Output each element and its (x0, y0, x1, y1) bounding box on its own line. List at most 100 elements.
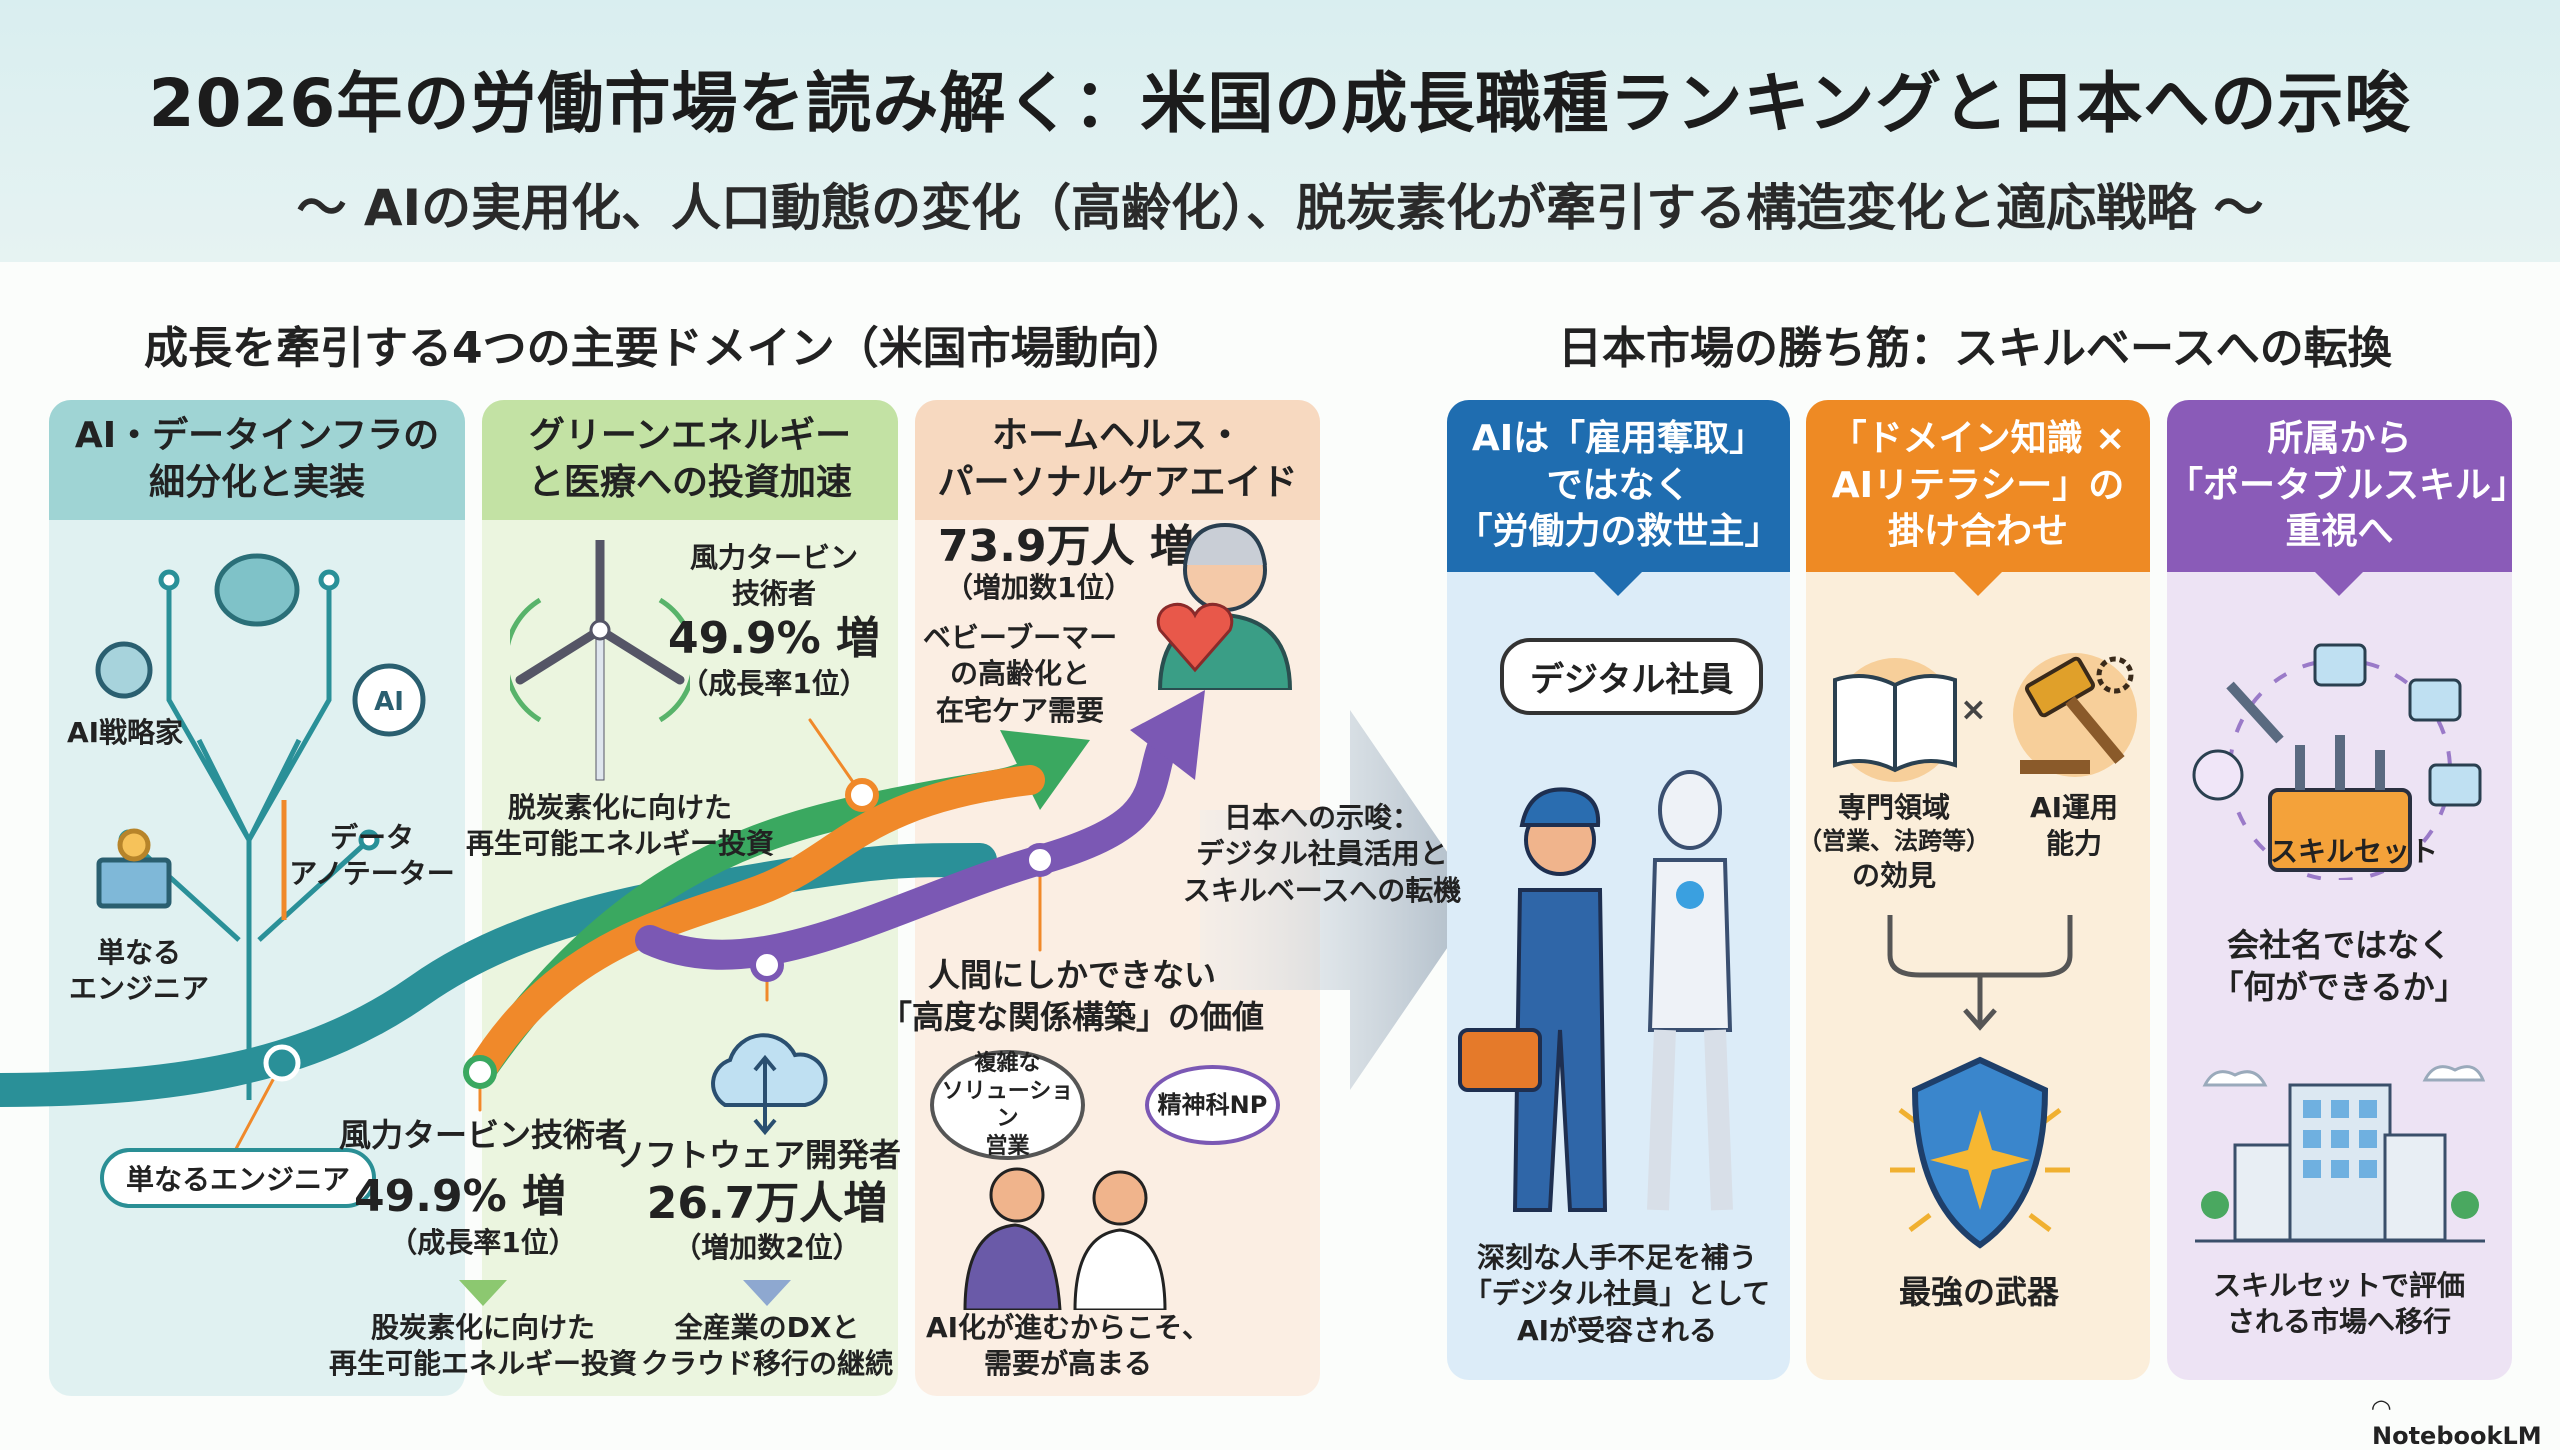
head-icon (95, 641, 153, 699)
care-driver: ベビーブーマーの高齢化と在宅ケア需要 (923, 620, 1117, 729)
person-icon (2192, 749, 2244, 801)
wind-stat-bottom: 49.9% 増 (354, 1171, 566, 1222)
times-symbol: × (1960, 690, 1987, 728)
label-line: 再生可能エネルギー投資 (328, 1347, 638, 1381)
header-line: 所属から (2267, 417, 2412, 459)
wind-caption-top: 脱炭素化に向けた再生可能エネルギー投資 (466, 790, 774, 863)
header-line: 掛け合わせ (1887, 511, 2068, 553)
skill-tools-icon (2192, 643, 2482, 880)
heart-icon (1156, 602, 1234, 673)
header-line: AIは「雇用奪取」 (1471, 417, 1766, 459)
thought-bubble-solution-sales: 複雑なソリューション営業 (930, 1050, 1085, 1160)
notebooklm-icon: ◠ (2372, 1394, 2391, 1422)
label-line: 営業 (985, 1133, 1030, 1159)
skill-market-caption: スキルセットで評価される市場へ移行 (2213, 1268, 2465, 1341)
domain-knowledge-label: 専門領域（営業、法跨等）の効見 (1798, 790, 1990, 894)
care-stat: 73.9万人 増 (938, 521, 1194, 572)
brain-icon (214, 553, 300, 627)
label-line: 脱炭素化に向けた (507, 791, 733, 824)
column-header: 所属から 「ポータブルスキル」 重視へ (2167, 400, 2512, 572)
wind-stat-top: 49.9% 増 (668, 613, 880, 664)
arrowhead-green (1000, 730, 1090, 810)
label-line: ソリューション (941, 1078, 1074, 1132)
wind-rank-bottom: （成長率1位） (389, 1226, 577, 1259)
down-triangle-icon (743, 1280, 791, 1306)
label-line: 「高度な関係構築」の価値 (879, 997, 1265, 1036)
left-section-heading: 成長を牽引する4つの主要ドメイン（米国市場動向） (144, 323, 1187, 374)
label-line: 再生可能エネルギー投資 (465, 827, 775, 861)
svg-text:AI: AI (374, 687, 404, 717)
label-line: ベビーブーマー (922, 621, 1118, 654)
column-header: グリーンエネルギー と医療への投資加速 (482, 400, 898, 520)
header-line: AI・データインフラの (74, 415, 440, 457)
cloud-transfer-icon (711, 1033, 828, 1135)
care-rank: （増加数1位） (945, 571, 1133, 604)
node (463, 1055, 497, 1089)
label-line: AI化が進むからこそ、 (925, 1311, 1211, 1344)
label-line: スキルベースへの転機 (1182, 873, 1462, 907)
software-caption: 全産業のDXとクラウド移行の継続 (641, 1310, 893, 1383)
label-line: の高齢化と (949, 657, 1091, 691)
curve-purple (635, 715, 1185, 970)
label-line: エンジニア (68, 972, 210, 1006)
care-caption: AI化が進むからこそ、需要が高まる (926, 1310, 1210, 1383)
software-job: ソフトウェア開発者 (612, 1136, 902, 1174)
label-line: デジタル社員活用と (1196, 837, 1448, 871)
node (750, 948, 784, 982)
label-line: される市場へ移行 (2226, 1305, 2452, 1339)
header-line: グリーンエネルギー (528, 415, 852, 457)
strongest-weapon-label: 最強の武器 (1898, 1273, 2060, 1311)
label-line: 複雑な (974, 1051, 1041, 1076)
curve-orange (465, 765, 1045, 1087)
digital-employee-bubble: デジタル社員 (1500, 638, 1764, 715)
wind-job-top: 風力タービン技術者 (690, 540, 858, 613)
worker-icon (1458, 787, 1608, 1212)
label-line: 会社名ではなく (2226, 926, 2451, 964)
book-icon (1833, 674, 1957, 773)
brand-name: NotebookLM (2372, 1422, 2542, 1450)
label-line: 日本への示唆： (1223, 801, 1421, 834)
chat-icon (2408, 678, 2462, 722)
header-line: AIリテラシー」の (1831, 464, 2125, 506)
engineer-pill: 単なるエンジニア (100, 1148, 377, 1208)
label-line: 専門領域 (1837, 791, 1950, 824)
gavel-icon (2020, 656, 2134, 774)
label-line: 能力 (2045, 827, 2102, 861)
header-pointer (1592, 570, 1644, 596)
wind-turbine-icon (510, 540, 690, 781)
gear-icon (2096, 656, 2134, 694)
label-line: スキルセットで評価 (2212, 1269, 2466, 1302)
label-line: 技術者 (731, 577, 817, 611)
label-engineer: 単なるエンジニア (69, 935, 209, 1008)
label-line: の効見 (1851, 858, 1936, 892)
what-can-you-do-text: 会社名ではなく「何ができるか」 (2211, 925, 2466, 1008)
ai-ops-label: AI運用能力 (2030, 790, 2118, 863)
column-header: ホームヘルス・ パーソナルケアエイド (915, 400, 1320, 520)
page-title: 2026年の労働市場を読み解く：米国の成長職種ランキングと日本への示唆 (148, 65, 2412, 142)
header-line: 「労働力の救世主」 (1456, 511, 1781, 553)
column-digital-employee: AIは「雇用奪取」 ではなく 「労働力の救世主」 (1447, 400, 1790, 1380)
worker-and-robot-icon (1458, 770, 1733, 1212)
label-line: アノテーター (289, 857, 455, 891)
shield-icon (1890, 1056, 2070, 1249)
label-line: 単なる (96, 936, 182, 969)
label-line: クラウド移行の継続 (640, 1347, 894, 1381)
code-icon (2313, 643, 2367, 687)
header-pointer (2313, 570, 2365, 596)
label-ai-strategist: AI戦略家 (66, 716, 184, 749)
label-line: 「何ができるか」 (2211, 967, 2467, 1006)
header-line: パーソナルケアエイド (937, 462, 1298, 503)
wind-rank-top: （成長率1位） (680, 667, 868, 700)
header-pointer (1952, 570, 2004, 596)
label-line: 「デジタル社員」として (1463, 1277, 1771, 1311)
care-value: 人間にしかできない「高度な関係構築」の価値 (880, 955, 1264, 1038)
label-line: 股炭素化に向けた (370, 1311, 596, 1344)
book-gavel-icons (1833, 653, 2137, 782)
node (263, 1044, 301, 1082)
down-triangle-icon (459, 1280, 507, 1306)
label-line: 人間にしかできない (927, 956, 1217, 994)
software-stat: 26.7万人増 (646, 1178, 888, 1229)
header-band (0, 0, 2560, 262)
